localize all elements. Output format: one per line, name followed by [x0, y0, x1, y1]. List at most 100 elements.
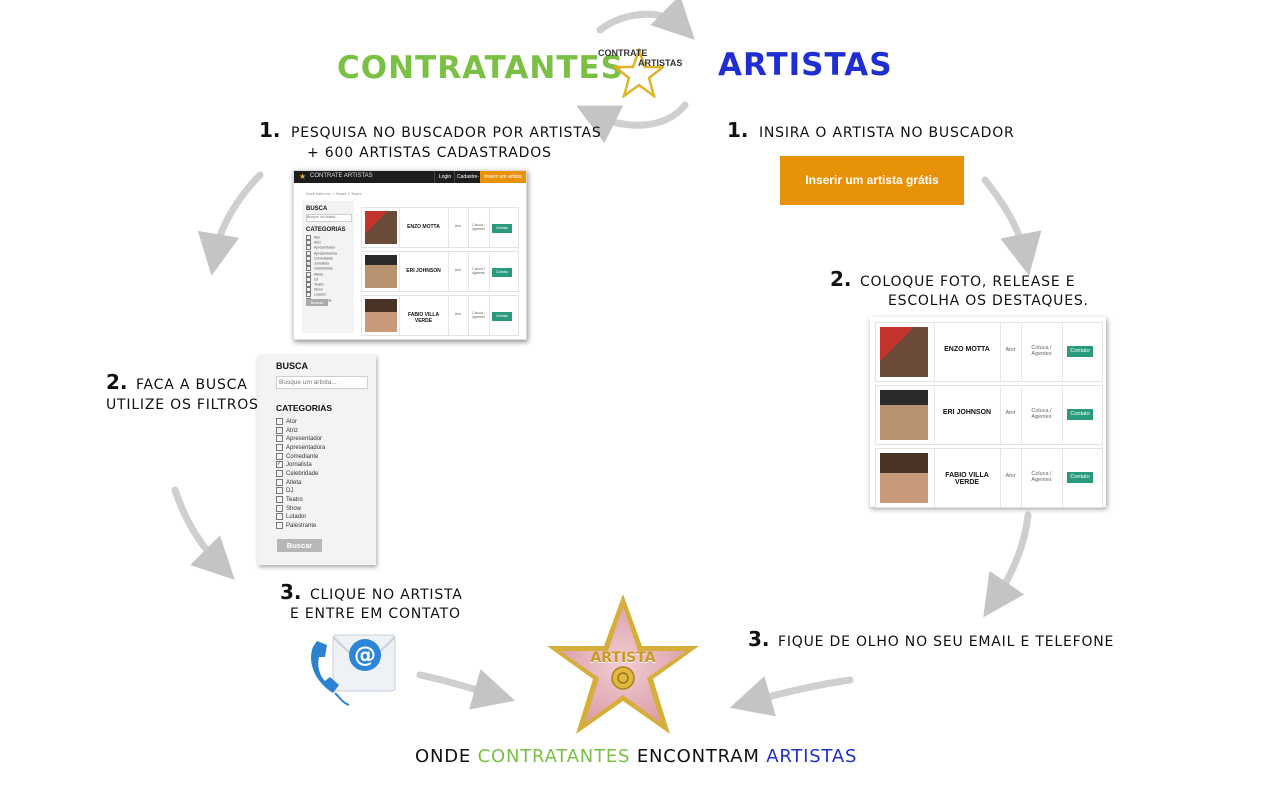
step-text: Fique de olho no seu email e telefone	[777, 634, 1115, 650]
checkbox[interactable]	[276, 444, 283, 452]
artist-agent: Coluca / Agentes	[1031, 471, 1052, 484]
left-step-3: 3. Clique no artista	[280, 580, 463, 604]
card-divider	[468, 208, 469, 247]
card-divider	[934, 386, 935, 444]
category-label: Show	[286, 505, 302, 512]
preview-category-item[interactable]: Apresentador	[306, 245, 337, 251]
step-number: 2.	[106, 370, 128, 394]
left-step-1-line2: + 600 artistas cadastrados	[307, 145, 552, 161]
insert-artist-button[interactable]: Inserir um artista grátis	[780, 156, 964, 205]
checkbox[interactable]	[276, 426, 283, 434]
checkbox[interactable]	[306, 245, 311, 251]
arrow-right-2-icon	[983, 511, 1032, 618]
card-divider	[489, 208, 490, 247]
checkbox[interactable]	[276, 496, 283, 504]
preview-category-item[interactable]: Ator	[306, 235, 337, 240]
preview-category-item[interactable]: Teatro	[306, 281, 337, 287]
checkbox[interactable]	[276, 418, 283, 425]
left-step-2-line2: utilize os filtros	[106, 397, 259, 413]
category-item[interactable]: Celebridade	[276, 470, 325, 479]
checkbox[interactable]	[306, 250, 311, 256]
artist-agent: Coluca / Agentes	[1031, 408, 1052, 421]
checkbox[interactable]	[276, 478, 283, 486]
category-item[interactable]: Lutador	[276, 513, 325, 522]
category-item[interactable]: Palestrante	[276, 522, 325, 531]
checkbox[interactable]	[276, 522, 283, 530]
preview-category-item[interactable]: Atriz	[306, 240, 337, 246]
contato-button[interactable]: Contato	[492, 311, 512, 321]
checkbox[interactable]	[276, 487, 283, 495]
category-label: DJ	[314, 277, 319, 282]
checkbox[interactable]	[276, 452, 283, 460]
category-item[interactable]: Ator	[276, 418, 325, 427]
checkbox[interactable]	[306, 292, 311, 298]
step-number: 1.	[727, 118, 749, 142]
preview-category-item[interactable]: Apresentadora	[306, 250, 337, 256]
checkbox[interactable]	[306, 271, 311, 277]
checkbox[interactable]	[276, 513, 283, 521]
artist-role: Ator	[1005, 410, 1016, 417]
category-item[interactable]: Comediante	[276, 452, 325, 462]
checkbox[interactable]	[306, 281, 311, 287]
category-item[interactable]: Atleta	[276, 478, 325, 488]
left-step-3-line2: e entre em contato	[290, 606, 461, 622]
contato-button[interactable]: Contato	[1067, 409, 1093, 421]
checkbox[interactable]	[306, 276, 311, 282]
arrow-left-1-icon	[197, 171, 264, 276]
artist-name: FABIO VILLA VERDE	[407, 311, 440, 324]
checkbox[interactable]	[276, 470, 283, 478]
category-label: Ator	[286, 419, 298, 426]
artist-role: Ator	[454, 268, 462, 273]
category-item[interactable]: Show	[276, 504, 325, 514]
category-item[interactable]: DJ	[276, 487, 325, 496]
category-label: Ator	[314, 235, 321, 240]
category-item[interactable]: Apresentador	[276, 435, 325, 444]
preview-category-item[interactable]: Comediante	[306, 255, 337, 261]
checkbox[interactable]	[276, 435, 283, 443]
card-divider	[468, 296, 469, 335]
category-item[interactable]: Apresentadora	[276, 444, 325, 453]
footer-part3: ENCONTRAM	[636, 746, 760, 767]
arrow-left-2-icon	[171, 486, 235, 580]
preview-category-item[interactable]: DJ	[306, 276, 337, 282]
checkbox[interactable]: ✓	[306, 261, 311, 267]
preview-category-item[interactable]: Show	[306, 287, 337, 293]
contato-button[interactable]: Contato	[1067, 472, 1093, 484]
preview-category-item[interactable]: Lutador	[306, 292, 337, 298]
step-text: Coloque foto, release e	[859, 274, 1076, 290]
card-divider	[399, 296, 400, 335]
checkbox[interactable]	[306, 255, 311, 261]
buscar-button[interactable]: Buscar	[277, 539, 322, 552]
contato-button[interactable]: Contato	[1067, 346, 1093, 358]
preview-category-item[interactable]: Celebridade	[306, 266, 337, 272]
checkbox[interactable]	[306, 235, 311, 240]
preview-star-icon: ★	[299, 172, 307, 181]
category-label: Palestrante	[286, 523, 317, 530]
preview-category-item[interactable]: Atleta	[306, 271, 337, 277]
footer-part1: ONDE	[415, 746, 472, 767]
checkbox[interactable]: ✓	[276, 461, 283, 469]
checkbox[interactable]	[306, 266, 311, 272]
preview-breadcrumb: Você está em: » Home » Todos	[306, 191, 362, 196]
checkbox[interactable]	[306, 287, 311, 293]
category-item[interactable]: Atriz	[276, 426, 325, 436]
contato-button[interactable]: Contato	[492, 223, 512, 233]
checkbox[interactable]	[276, 504, 283, 512]
category-item[interactable]: Teatro	[276, 496, 325, 505]
card-divider	[448, 252, 449, 291]
categorias-title: CATEGORIAS	[276, 403, 333, 413]
category-item[interactable]: ✓Jornalista	[276, 461, 325, 470]
arrow-right-1-icon	[981, 176, 1042, 276]
contato-button[interactable]: Contato	[492, 267, 512, 277]
search-input[interactable]	[276, 376, 368, 389]
checkbox[interactable]	[306, 240, 311, 246]
preview-category-item[interactable]: ✓Jornalista	[306, 261, 337, 267]
